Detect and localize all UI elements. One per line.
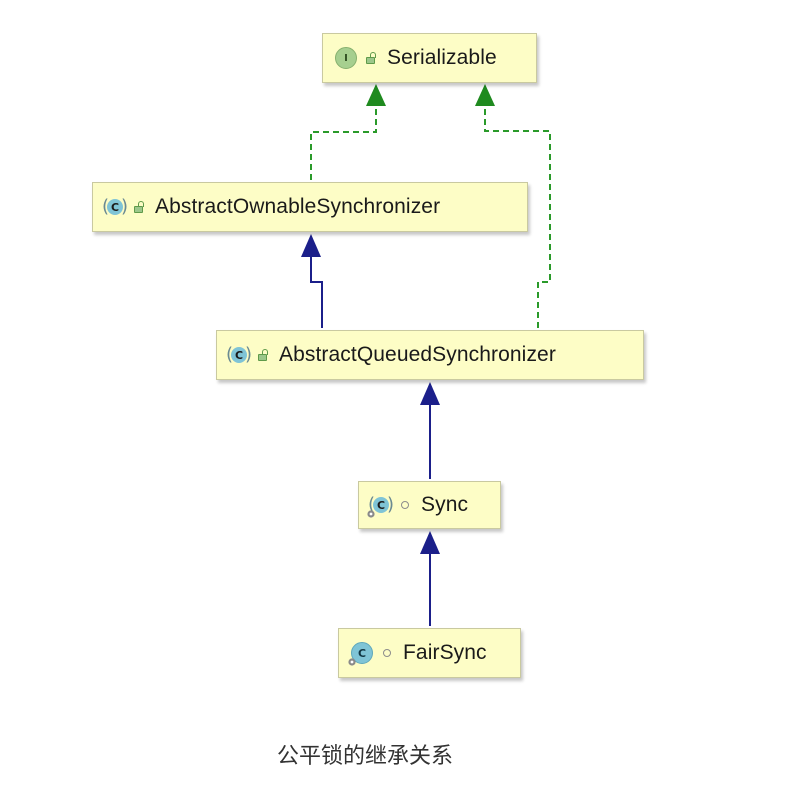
node-abstract-queued-synchronizer[interactable]: ( C ) AbstractQueuedSynchronizer: [216, 330, 644, 380]
abstract-static-class-icon: ( C ): [367, 494, 394, 518]
static-class-icon: C: [348, 642, 373, 666]
static-pin-icon: [367, 510, 375, 518]
public-lock-icon: [257, 349, 269, 361]
diagram-caption: 公平锁的继承关系: [276, 744, 453, 769]
static-pin-icon: [348, 658, 356, 666]
edge-aqs-implements-serializable: [484, 104, 551, 328]
abstract-class-icon: ( C ): [226, 344, 252, 365]
edge-aqs-extends-aos: [310, 256, 323, 328]
node-abstract-ownable-synchronizer[interactable]: ( C ) AbstractOwnableSynchronizer: [92, 182, 528, 232]
node-label: FairSync: [403, 641, 487, 664]
public-lock-icon: [365, 52, 377, 64]
node-label: AbstractQueuedSynchronizer: [279, 343, 556, 366]
edge-aos-implements-serializable: [310, 104, 377, 180]
package-private-icon: [401, 501, 409, 509]
node-sync[interactable]: ( C ) Sync: [358, 481, 501, 529]
node-serializable[interactable]: I Serializable: [322, 33, 537, 83]
arrowhead-fairsync-sync: [420, 531, 440, 554]
arrowhead-aqs-serializable: [475, 84, 495, 106]
interface-icon: I: [335, 47, 357, 69]
node-label: AbstractOwnableSynchronizer: [155, 195, 441, 218]
node-label: Serializable: [387, 46, 497, 69]
public-lock-icon: [133, 201, 145, 213]
abstract-class-icon: ( C ): [102, 196, 128, 217]
node-label: Sync: [421, 493, 469, 516]
package-private-icon: [383, 649, 391, 657]
node-fairsync[interactable]: C FairSync: [338, 628, 521, 678]
arrowhead-aqs-aos: [301, 234, 321, 257]
arrowhead-aos-serializable: [366, 84, 386, 106]
arrowhead-sync-aqs: [420, 382, 440, 405]
